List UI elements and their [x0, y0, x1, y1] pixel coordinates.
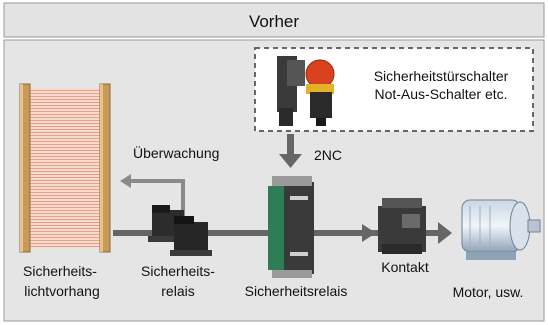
monitoring-arrow — [128, 179, 185, 216]
nc-arrowhead — [279, 154, 302, 168]
monitoring-arrowhead — [120, 174, 131, 188]
door-switch-label: Sicherheitstürschalter — [374, 68, 509, 84]
emergency-stop-device — [305, 59, 335, 126]
contactor-label: Kontakt — [381, 259, 429, 275]
curtain-label-1: Sicherheits- — [23, 263, 97, 279]
nc-label: 2NC — [314, 147, 342, 163]
relays-label-1: Sicherheits- — [141, 263, 215, 279]
monitoring-label: Überwachung — [133, 144, 219, 161]
motor — [461, 199, 541, 260]
motor-label: Motor, usw. — [453, 284, 524, 300]
arrow-to-contactor — [362, 224, 376, 242]
nc-arrow-shaft — [287, 134, 294, 156]
safety-relay-module — [268, 176, 314, 278]
estop-label: Not-Aus-Schalter etc. — [374, 86, 507, 102]
header-bar — [3, 2, 545, 38]
curtain-label-2: lichtvorhang — [24, 283, 100, 299]
safety-light-curtain — [19, 83, 111, 253]
header-title: Vorher — [249, 12, 299, 31]
relays-label-2: relais — [161, 283, 194, 299]
safety-relays — [148, 205, 212, 256]
contactor — [378, 198, 426, 254]
arrow-to-motor — [438, 222, 452, 244]
safety-relay-label: Sicherheitsrelais — [245, 283, 348, 299]
door-switch-device — [277, 56, 305, 126]
